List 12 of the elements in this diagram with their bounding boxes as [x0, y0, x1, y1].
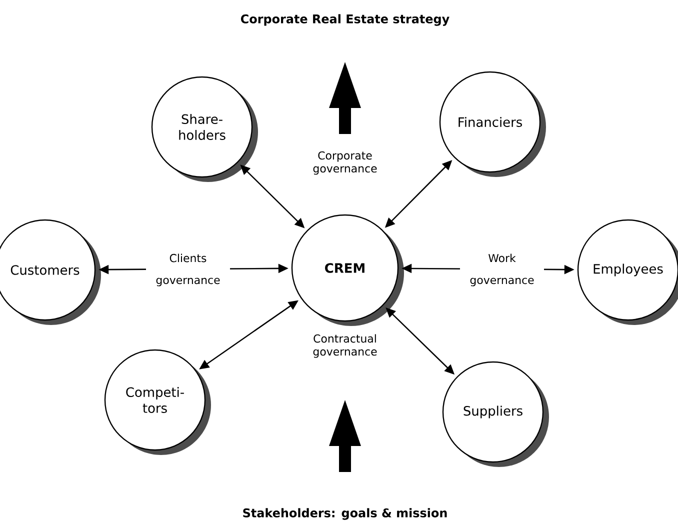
edge-label: Clients governance: [146, 252, 230, 288]
circle-node: CREM: [291, 214, 404, 326]
circle-node: Financiers: [439, 71, 546, 177]
caption: Stakeholders: goals & mission: [243, 508, 447, 520]
governance-label: Corporate governance: [313, 151, 377, 175]
circle-node: Share-holders: [151, 76, 258, 182]
circle-node: Customers: [0, 219, 101, 325]
title: Corporate Real Estate strategy: [240, 14, 450, 26]
circle-node: Employees: [577, 219, 678, 325]
edge-label: Work governance: [460, 252, 544, 288]
circle-node: Suppliers: [442, 361, 549, 467]
circle-node: Competi-tors: [104, 349, 211, 455]
